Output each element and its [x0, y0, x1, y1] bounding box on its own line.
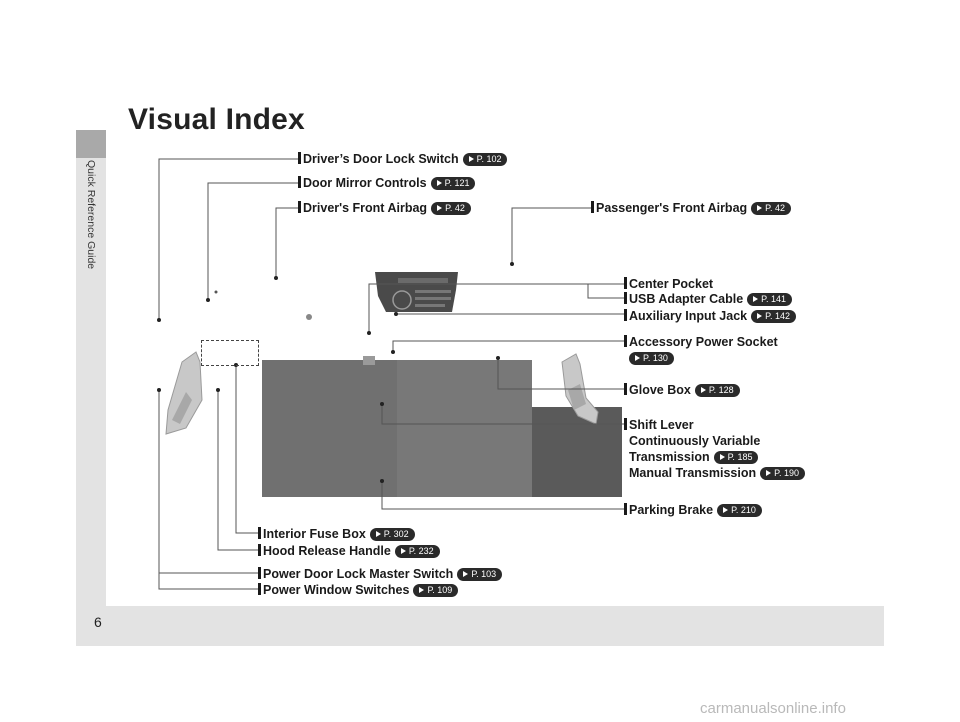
page-ref-arrow-icon — [375, 531, 381, 537]
console-left-panel — [262, 360, 397, 497]
page-ref-arrow-icon — [419, 587, 425, 593]
page-ref-link[interactable]: P. 141 — [747, 293, 793, 306]
page-ref-arrow-icon — [766, 470, 772, 476]
page-title: Visual Index — [128, 103, 305, 136]
page-ref-link[interactable]: P. 142 — [751, 310, 796, 323]
sidebar-tab-marker — [76, 130, 106, 158]
page-ref-link[interactable]: P. 121 — [430, 177, 476, 190]
page-ref-link[interactable]: P. 130 — [629, 352, 674, 365]
left-door-trim — [165, 351, 203, 435]
page-ref-link[interactable]: P. 102 — [462, 153, 508, 166]
page-ref-link[interactable]: P. 210 — [717, 504, 762, 517]
page-ref-arrow-icon — [437, 205, 443, 211]
page-ref-arrow-icon — [463, 571, 469, 577]
page-ref-link[interactable]: P. 103 — [457, 568, 503, 581]
page-ref-arrow-icon — [400, 548, 406, 554]
page-ref-arrow-icon — [635, 355, 640, 361]
page-ref-arrow-icon — [757, 205, 763, 211]
audio-knob — [392, 290, 412, 310]
label-shift-lever: Shift Lever Continuously Variable Transm… — [624, 417, 805, 481]
console-right-panel — [532, 407, 622, 497]
page-ref-link[interactable]: P. 128 — [694, 384, 740, 397]
page-ref-link[interactable]: P. 190 — [760, 467, 805, 480]
sidebar-band — [76, 130, 106, 645]
page-ref-arrow-icon — [700, 387, 706, 393]
watermark: carmanualsonline.info — [700, 700, 846, 717]
page-ref-link[interactable]: P. 185 — [713, 451, 759, 464]
page-ref-arrow-icon — [719, 454, 725, 460]
page-ref-arrow-icon — [753, 296, 759, 302]
page-ref-arrow-icon — [757, 313, 763, 319]
page-number: 6 — [94, 614, 102, 630]
steering-hub — [306, 314, 312, 320]
label-accessory-power-socket: Accessory Power Socket P. 130 — [624, 334, 778, 366]
page-ref-arrow-icon — [468, 156, 474, 162]
console-mid-panel — [397, 360, 532, 497]
label-center-pocket: Center Pocket — [624, 276, 713, 292]
page-ref-link[interactable]: P. 42 — [431, 202, 471, 215]
page-ref-link[interactable]: P. 302 — [369, 528, 415, 541]
shift-lever-knob — [363, 356, 375, 365]
page-ref-link[interactable]: P. 109 — [413, 584, 459, 597]
page-ref-link[interactable]: P. 232 — [394, 545, 440, 558]
footer-band — [76, 606, 884, 646]
page-ref-arrow-icon — [723, 507, 729, 513]
fuse-box-outline — [201, 340, 259, 366]
page-ref-arrow-icon — [436, 180, 442, 186]
page-ref-link[interactable]: P. 42 — [751, 202, 792, 215]
